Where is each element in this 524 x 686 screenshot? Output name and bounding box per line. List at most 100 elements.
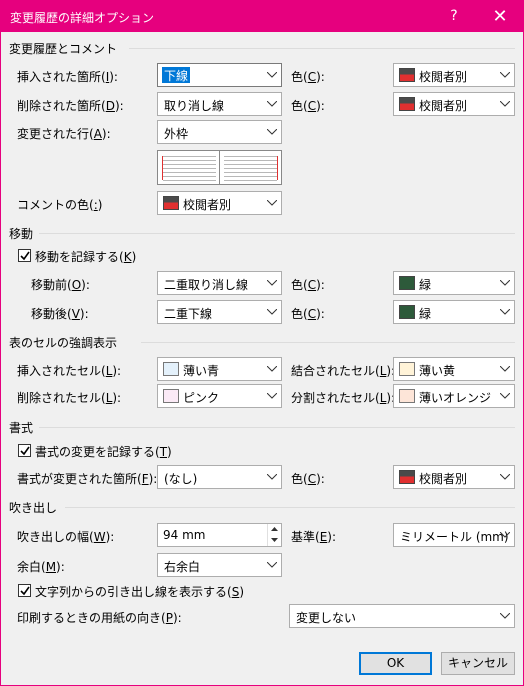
measure-in-label: 基準(E):	[291, 530, 337, 544]
group-balloons-title: 吹き出し	[9, 501, 58, 515]
balloon-width-value: 94 mm	[163, 528, 206, 542]
balloon-margin-value: 右余白	[164, 560, 201, 574]
chevron-down-icon	[497, 272, 514, 294]
formatting-value: (なし)	[164, 472, 198, 486]
moved-to-value: 二重下線	[164, 307, 213, 321]
color-swatch	[399, 68, 415, 82]
color-swatch	[399, 389, 415, 403]
formatting-select[interactable]: (なし)	[157, 465, 282, 489]
track-moves-label[interactable]: 移動を記録する(K)	[35, 250, 137, 264]
moved-from-color-label: 色(C):	[291, 278, 325, 292]
inserted-cells-select[interactable]: 薄い青	[157, 357, 282, 381]
color-swatch	[399, 362, 415, 376]
moved-from-select[interactable]: 二重取り消し線	[157, 271, 282, 295]
moved-from-label: 移動前(O):	[31, 278, 90, 292]
moved-to-color-label: 色(C):	[291, 307, 325, 321]
insertions-color-label: 色(C):	[291, 70, 325, 84]
preview-right-page	[221, 153, 280, 182]
chevron-down-icon	[264, 301, 281, 323]
merged-cells-select[interactable]: 薄い黄	[393, 357, 515, 381]
chevron-down-icon	[264, 358, 281, 380]
balloon-width-spinner[interactable]: 94 mm	[157, 523, 282, 547]
split-cells-label: 分割されたセル(L):	[291, 391, 396, 405]
insertions-color-value: 校閲者別	[419, 70, 468, 84]
spin-down-icon[interactable]	[268, 535, 281, 546]
formatting-color-value: 校閲者別	[419, 472, 468, 486]
deletions-value: 取り消し線	[164, 99, 225, 113]
balloon-margin-label: 余白(M):	[17, 560, 65, 574]
group-formatting-title: 書式	[9, 421, 34, 435]
moved-to-select[interactable]: 二重下線	[157, 300, 282, 324]
insertions-value: 下線	[162, 67, 191, 83]
color-swatch	[163, 196, 179, 210]
preview-left-page	[160, 153, 219, 182]
show-lines-checkbox[interactable]	[18, 584, 31, 597]
inserted-cells-value: 薄い青	[183, 364, 220, 378]
group-divider	[141, 342, 515, 343]
split-cells-select[interactable]: 薄いオレンジ	[393, 384, 515, 408]
chevron-down-icon	[497, 605, 514, 627]
merged-cells-value: 薄い黄	[419, 364, 456, 378]
deletions-select[interactable]: 取り消し線	[157, 92, 282, 116]
balloon-width-label: 吹き出しの幅(W):	[17, 530, 115, 544]
cancel-button[interactable]: キャンセル	[441, 652, 515, 675]
track-formatting-checkbox[interactable]	[18, 444, 31, 457]
color-swatch	[399, 305, 415, 319]
chevron-down-icon	[264, 121, 281, 143]
group-markup-title: 変更履歴とコメント	[9, 42, 118, 56]
inserted-cells-label: 挿入されたセル(L):	[17, 364, 122, 378]
color-swatch	[399, 470, 415, 484]
color-swatch	[399, 97, 415, 111]
track-moves-checkbox[interactable]	[18, 249, 31, 262]
moved-to-color-select[interactable]: 緑	[393, 300, 515, 324]
deletions-color-select[interactable]: 校閲者別	[393, 92, 515, 116]
paper-orientation-label: 印刷するときの用紙の向き(P):	[17, 611, 182, 625]
changed-lines-select[interactable]: 外枠	[157, 120, 282, 144]
chevron-down-icon	[264, 93, 281, 115]
group-divider	[39, 427, 515, 428]
insertions-select[interactable]: 下線	[157, 63, 282, 87]
chevron-down-icon	[264, 272, 281, 294]
measure-in-value: ミリメートル (mm)	[400, 530, 509, 544]
paper-orientation-value: 変更しない	[296, 611, 357, 625]
paper-orientation-select[interactable]: 変更しない	[289, 604, 515, 628]
chevron-down-icon	[497, 358, 514, 380]
deleted-cells-select[interactable]: ピンク	[157, 384, 282, 408]
chevron-down-icon	[497, 64, 514, 86]
ok-button[interactable]: OK	[359, 652, 432, 675]
track-formatting-label[interactable]: 書式の変更を記録する(T)	[35, 445, 172, 459]
group-divider	[65, 507, 515, 508]
group-table-cells-title: 表のセルの強調表示	[9, 336, 118, 350]
formatting-color-select[interactable]: 校閲者別	[393, 465, 515, 489]
group-divider	[39, 233, 515, 234]
color-swatch	[163, 389, 179, 403]
moved-from-color-select[interactable]: 緑	[393, 271, 515, 295]
chevron-down-icon	[497, 466, 514, 488]
chevron-down-icon	[264, 64, 281, 86]
chevron-down-icon	[264, 385, 281, 407]
group-moves-title: 移動	[9, 227, 34, 241]
chevron-down-icon	[497, 301, 514, 323]
formatting-label: 書式が変更された箇所(F):	[17, 472, 158, 486]
moved-from-color-value: 緑	[419, 278, 432, 292]
changed-lines-label: 変更された行(A):	[17, 127, 111, 141]
split-cells-value: 薄いオレンジ	[419, 391, 492, 405]
chevron-down-icon	[497, 93, 514, 115]
spin-up-icon[interactable]	[268, 524, 281, 535]
measure-in-select[interactable]: ミリメートル (mm)	[393, 523, 515, 547]
help-button[interactable]: ?	[450, 8, 458, 24]
markup-preview	[157, 150, 282, 185]
show-lines-label[interactable]: 文字列からの引き出し線を表示する(S)	[35, 585, 244, 599]
color-swatch	[163, 362, 179, 376]
chevron-down-icon	[264, 554, 281, 576]
moved-to-label: 移動後(V):	[31, 307, 89, 321]
chevron-down-icon	[264, 192, 281, 214]
deletions-label: 削除された箇所(D):	[17, 99, 124, 113]
comments-color-select[interactable]: 校閲者別	[157, 191, 282, 215]
group-divider	[129, 48, 515, 49]
close-button[interactable]: ✕	[492, 6, 508, 27]
merged-cells-label: 結合されたセル(L):	[291, 364, 396, 378]
insertions-color-select[interactable]: 校閲者別	[393, 63, 515, 87]
balloon-margin-select[interactable]: 右余白	[157, 553, 282, 577]
